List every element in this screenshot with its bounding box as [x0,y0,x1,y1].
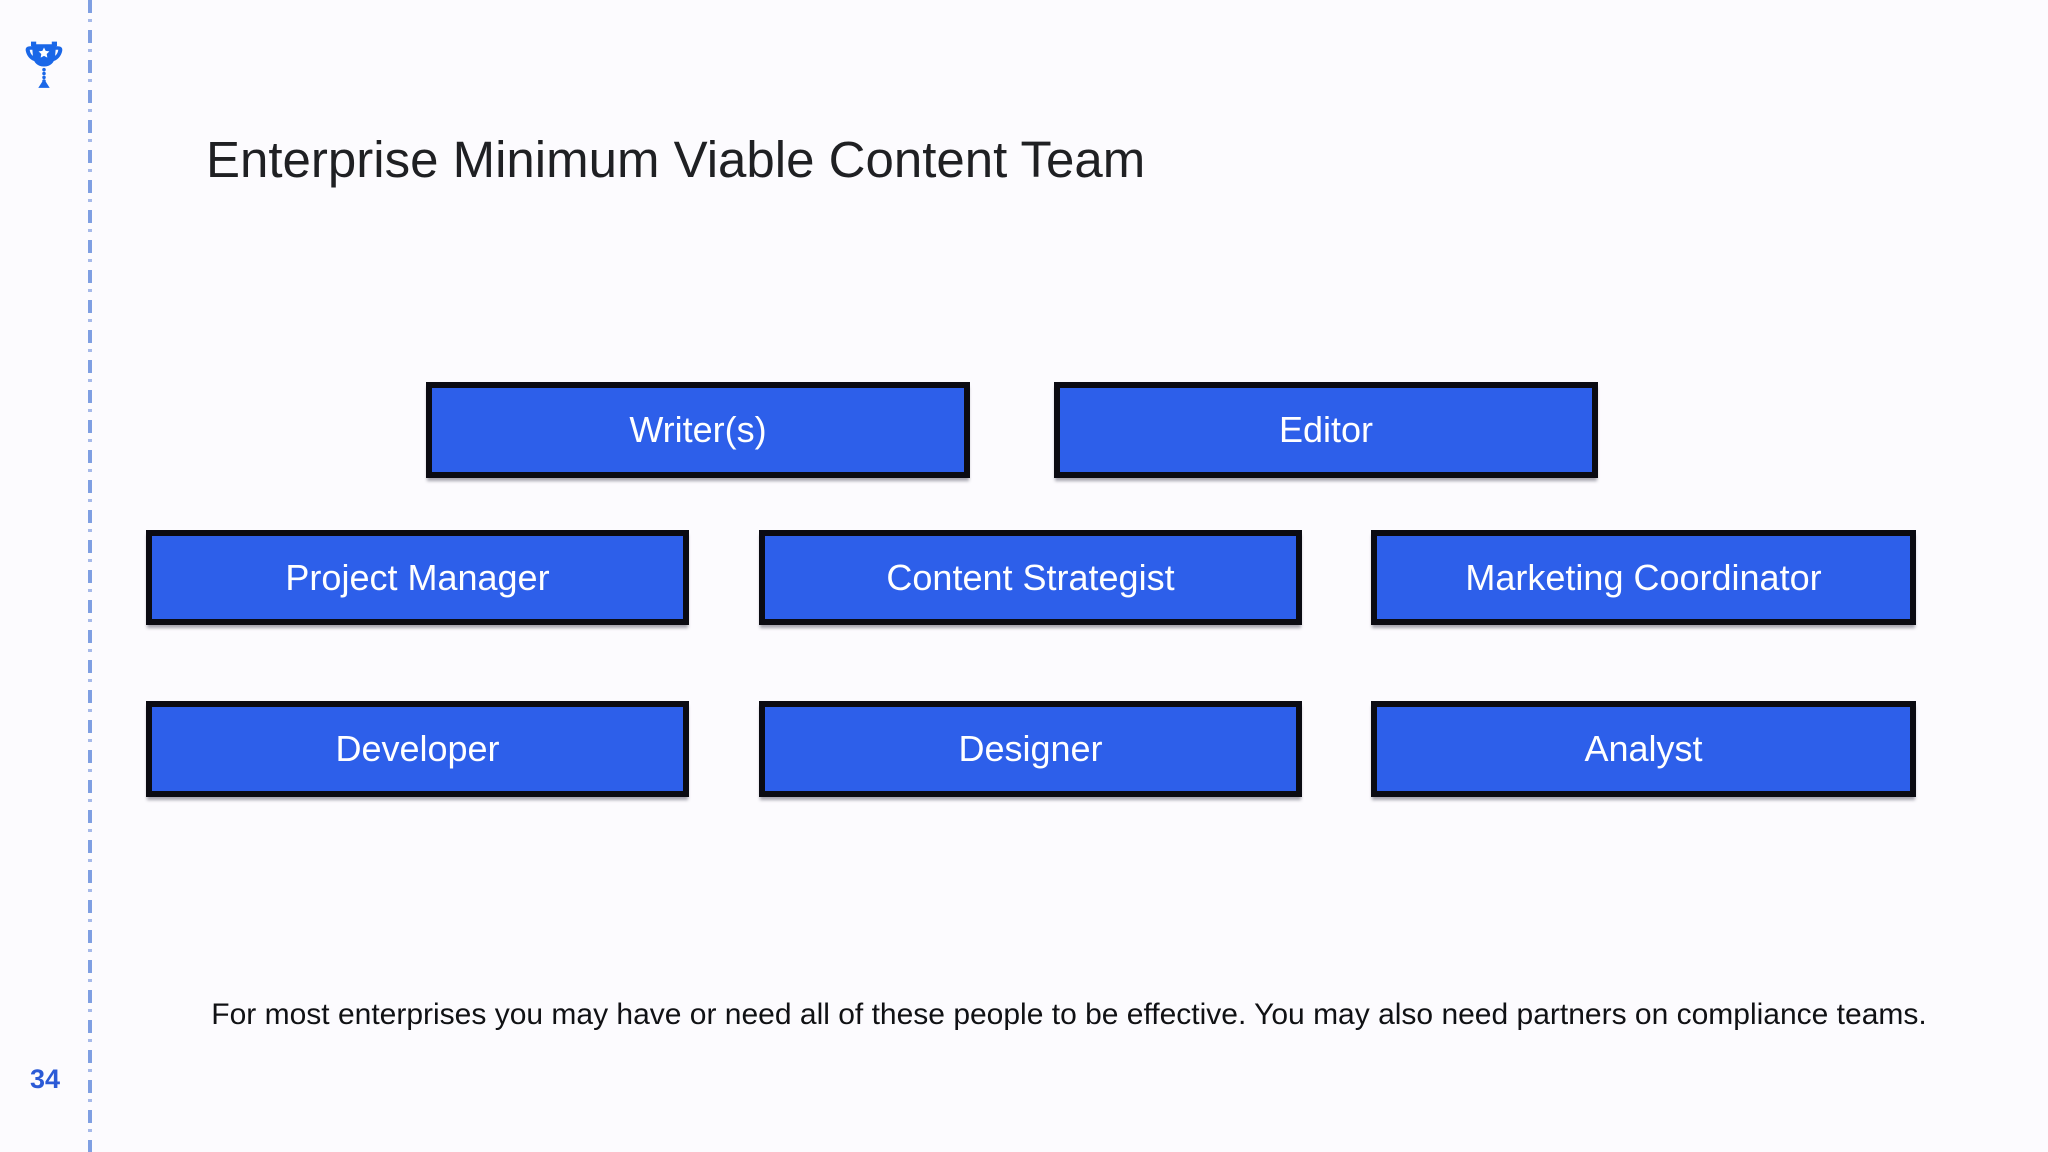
page-number: 34 [30,1064,61,1094]
role-box-analyst: Analyst [1371,701,1916,797]
trophy-icon[interactable] [25,39,63,91]
role-label: Designer [958,728,1103,769]
role-label: Marketing Coordinator [1465,556,1822,598]
role-box-developer: Developer [146,701,689,797]
role-box-content-strategist: Content Strategist [759,530,1302,625]
role-box-marketing-coordinator: Marketing Coordinator [1371,530,1916,625]
role-label: Content Strategist [886,556,1175,598]
role-box-editor: Editor [1054,382,1598,478]
page-margin-dashed-line [88,0,92,1152]
footer-note: For most enterprises you may have or nee… [211,998,1927,1031]
role-label: Developer [335,728,500,769]
role-box-project-manager: Project Manager [146,530,689,625]
role-box-writers: Writer(s) [426,382,970,478]
role-label: Writer(s) [629,409,767,450]
role-box-designer: Designer [759,701,1302,797]
page-title: Enterprise Minimum Viable Content Team [206,131,1146,188]
role-label: Analyst [1584,728,1703,769]
role-label: Editor [1278,409,1374,450]
role-label: Project Manager [285,556,550,598]
